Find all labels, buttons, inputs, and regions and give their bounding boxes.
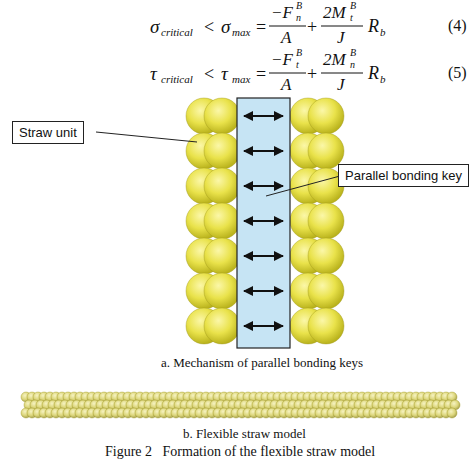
flexible-straw — [21, 392, 460, 418]
equation-term: A — [281, 29, 291, 46]
callout-text: Straw unit — [19, 125, 77, 140]
equation-term: R — [368, 17, 379, 35]
sphere — [308, 203, 344, 239]
callout-text: Parallel bonding key — [345, 168, 462, 183]
sphere — [204, 238, 240, 274]
leader-line — [96, 132, 197, 142]
equation-term: = — [256, 65, 266, 83]
equation-term: = — [256, 18, 266, 36]
fraction-bar — [321, 73, 363, 74]
sphere — [204, 168, 240, 204]
callout-box: Straw unit — [12, 121, 84, 144]
equation-term: < — [204, 18, 214, 36]
sphere — [308, 273, 344, 309]
equation-term: 2M — [323, 4, 346, 21]
sphere — [204, 308, 240, 344]
equation-term: σ — [150, 17, 159, 36]
sphere — [204, 203, 240, 239]
equation-term: b — [380, 27, 386, 38]
equation-term: B — [350, 1, 356, 11]
sphere — [447, 408, 457, 418]
equation-term: 2M — [323, 51, 346, 68]
leader-line — [266, 176, 340, 196]
bond-arrow — [244, 185, 283, 187]
equation-term: max — [232, 74, 250, 85]
subcaption: a. Mechanism of parallel bonding keys — [161, 356, 363, 369]
fraction-bar — [269, 73, 306, 74]
equation-term: + — [307, 18, 317, 36]
sphere — [204, 133, 240, 169]
equation-term: n — [350, 60, 355, 70]
equation-term: + — [307, 65, 317, 83]
bond-arrow — [244, 115, 283, 117]
equation-term: J — [337, 29, 345, 46]
subcaption: b. Flexible straw model — [183, 427, 306, 440]
equation-term: (5) — [448, 65, 467, 81]
bond-arrow — [244, 255, 283, 257]
bond-arrows — [244, 116, 283, 326]
equation-term: B — [296, 48, 302, 58]
equation-term: σ — [221, 17, 230, 36]
figure-caption: Figure 2 Formation of the flexible straw… — [105, 445, 375, 459]
bonding-key — [237, 98, 290, 348]
equation-term: τ — [221, 64, 228, 83]
equation-term: R — [368, 64, 379, 82]
equation-term: critical — [161, 27, 193, 38]
bond-arrow — [244, 150, 283, 152]
equation-term: τ — [150, 64, 157, 83]
equation-term: t — [350, 13, 353, 23]
equation-term: < — [204, 65, 214, 83]
bond-arrow — [244, 290, 283, 292]
equation-term: n — [296, 13, 301, 23]
equation-term: b — [380, 74, 386, 85]
equation-term: A — [281, 76, 291, 93]
bond-arrow — [244, 220, 283, 222]
sphere — [204, 273, 240, 309]
sphere — [204, 98, 240, 134]
equation-term: B — [350, 48, 356, 58]
equation-term: −F — [271, 4, 293, 21]
fraction-bar — [269, 26, 306, 27]
sphere — [308, 238, 344, 274]
equation-term: (4) — [448, 18, 467, 34]
equation-term: t — [296, 60, 299, 70]
sphere — [308, 308, 344, 344]
equation-term: −F — [271, 51, 293, 68]
bond-arrow — [244, 325, 283, 327]
sphere — [308, 98, 344, 134]
equation-term: max — [232, 27, 250, 38]
fraction-bar — [321, 26, 363, 27]
equation-term: J — [337, 76, 345, 93]
equation-term: critical — [161, 74, 193, 85]
equation-term: B — [296, 1, 302, 11]
callout-box: Parallel bonding key — [338, 164, 469, 187]
